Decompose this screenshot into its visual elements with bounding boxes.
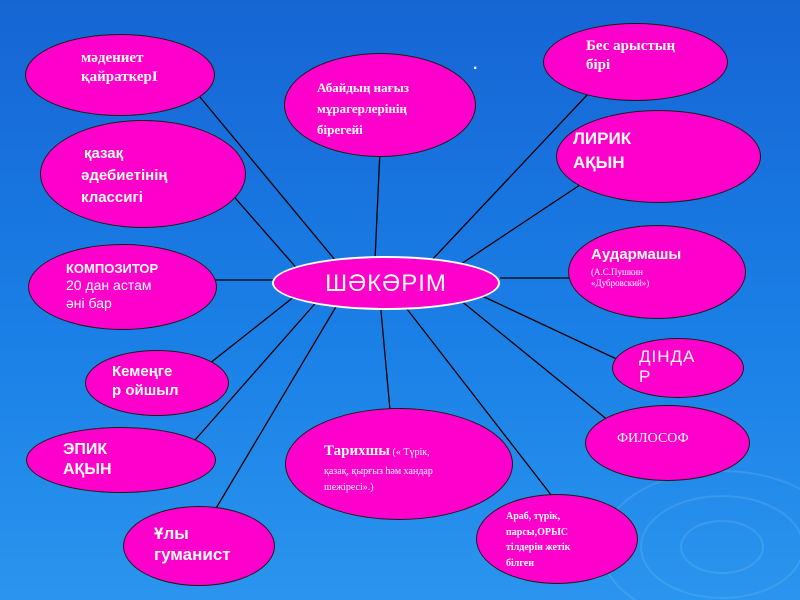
link-madeniet (189, 84, 351, 279)
node-dindar: ДІНДА Р (612, 338, 744, 398)
node-tarikhshy-line2: қазақ, қырғыз һәм хандар (324, 465, 433, 477)
node-ulygumanist: Ұлы гуманист (123, 506, 275, 586)
node-tarikhshy-line1b: (« Түрік, (390, 447, 430, 458)
node-lirik-line2: АҚЫН (573, 152, 625, 172)
node-kompozitor-line3: әні бар (66, 294, 112, 311)
node-kompozitor-line2: 20 дан астам (66, 277, 152, 294)
node-abai-line3: бірегейі (317, 121, 363, 137)
node-epik: ЭПИК АҚЫН (26, 427, 216, 493)
link-ulygumanist (214, 299, 341, 511)
node-kazak-line2: әдебиетінің (81, 166, 168, 184)
node-dindar-line2: Р (639, 367, 652, 387)
node-kemenger: Кемеңге р ойшыл (85, 350, 229, 416)
node-kemenger-line1: Кемеңге (112, 363, 173, 380)
node-madeniet-line1: мәдениет (81, 50, 144, 66)
node-audarmashy-line1: Аудармашы (591, 246, 682, 263)
node-abai: Абайдың нағыз мұрагерлерінің бірегейі (284, 53, 476, 157)
link-arab (399, 299, 556, 501)
node-filosof: ФИЛОСОФ (585, 405, 750, 481)
node-arab-line2: парсы,ОРЫС (506, 526, 568, 538)
node-kazak: қазақ әдебиетінің классигі (40, 120, 246, 228)
node-kazak-line1: қазақ (84, 145, 124, 162)
stray-mark: . (473, 56, 478, 73)
node-tarikhshy-line1: Тарихшы (324, 443, 390, 459)
link-abai (374, 149, 381, 261)
node-bes-line2: бірі (586, 56, 611, 73)
ripple-decoration (640, 495, 800, 599)
node-abai-line1: Абайдың нағыз (317, 80, 409, 95)
center-node: ШӘКӘРІМ (272, 256, 500, 310)
node-arab-line1: Араб, түрік, (506, 511, 561, 522)
node-lirik: ЛИРИК АҚЫН (556, 110, 761, 203)
ripple-decoration (680, 520, 764, 574)
link-epik (194, 297, 321, 441)
node-lirik-line1: ЛИРИК (573, 129, 632, 148)
node-kompozitor-line1: КОМПОЗИТОР (66, 261, 159, 276)
link-filosof (459, 299, 621, 431)
node-madeniet: мәдениет қайраткерІ (25, 34, 215, 116)
node-epik-line2: АҚЫН (63, 461, 112, 478)
node-tarikhshy-line3: шежіресі».) (324, 482, 374, 494)
link-tarikhshy (379, 299, 391, 411)
center-label: ШӘКӘРІМ (325, 270, 447, 297)
node-tarikhshy: Тарихшы (« Түрік, қазақ, қырғыз һәм ханд… (285, 408, 513, 520)
node-tarikhshy-line1-wrap: Тарихшы (« Түрік, (324, 439, 433, 464)
node-epik-line1: ЭПИК (63, 441, 108, 458)
node-filosof-line1: ФИЛОСОФ (617, 431, 689, 446)
link-dindar (479, 294, 641, 371)
node-arab: Араб, түрік, парсы,ОРЫС тілдерін жетік б… (476, 494, 638, 584)
node-ulygumanist-line1: Ұлы (154, 524, 189, 543)
node-arab-line3: тілдерін жетік (506, 542, 571, 553)
node-dindar-line1: ДІНДА (639, 347, 696, 366)
node-audarmashy: Аудармашы (А.С.Пушкин «Дубровский») (568, 225, 746, 319)
node-bes-line1: Бес арыстың (586, 38, 676, 54)
node-kazak-line3: классигі (81, 188, 143, 206)
node-kompozitor: КОМПОЗИТОР 20 дан астам әні бар (28, 244, 217, 330)
node-audarmashy-line2: (А.С.Пушкин (591, 266, 643, 277)
node-madeniet-line2: қайраткерІ (81, 68, 158, 85)
node-kemenger-line2: р ойшыл (112, 381, 179, 399)
node-arab-line4: білген (506, 557, 534, 569)
node-audarmashy-line3: «Дубровский») (591, 278, 650, 288)
node-bes: Бес арыстың бірі (543, 23, 728, 101)
node-abai-line2: мұрагерлерінің (317, 100, 407, 116)
node-ulygumanist-line2: гуманист (154, 545, 231, 565)
